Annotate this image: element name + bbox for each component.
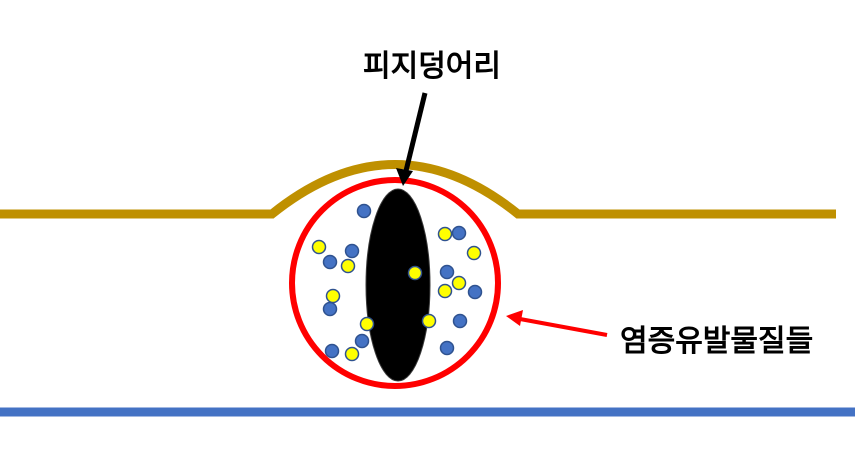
blue-dot-icon xyxy=(322,254,338,270)
yellow-dot-icon xyxy=(344,346,360,362)
sebum-plug xyxy=(365,188,431,382)
yellow-dot-icon xyxy=(359,316,375,332)
yellow-dot-icon xyxy=(421,313,437,329)
blue-dot-icon xyxy=(354,333,370,349)
yellow-dot-icon xyxy=(451,275,467,291)
blue-dot-icon xyxy=(439,340,455,356)
inflammatory-substances-label: 염증유발물질들 xyxy=(620,324,814,359)
yellow-dot-icon xyxy=(340,258,356,274)
yellow-dot-icon xyxy=(325,288,341,304)
blue-dot-icon xyxy=(322,301,338,317)
blue-dot-icon xyxy=(324,343,340,359)
yellow-dot-icon xyxy=(311,239,327,255)
yellow-dot-icon xyxy=(407,265,423,281)
yellow-dot-icon xyxy=(466,245,482,261)
arrow-head-black xyxy=(396,168,413,186)
arrow-to-pore-circle xyxy=(519,317,608,337)
arrow-to-sebum-plug xyxy=(402,92,428,176)
arrow-head-red xyxy=(506,310,523,326)
yellow-dot-icon xyxy=(437,226,453,242)
blue-dot-icon xyxy=(356,203,372,219)
blue-dot-icon xyxy=(439,264,455,280)
blue-dot-icon xyxy=(344,243,360,259)
blue-dot-icon xyxy=(467,284,483,300)
skin-surface-line xyxy=(0,160,836,219)
yellow-dot-icon xyxy=(437,283,453,299)
blue-dot-icon xyxy=(451,225,467,241)
sebum-plug-label: 피지덩어리 xyxy=(363,49,501,84)
blue-dot-icon xyxy=(452,313,468,329)
inflammatory-particles xyxy=(311,203,483,362)
